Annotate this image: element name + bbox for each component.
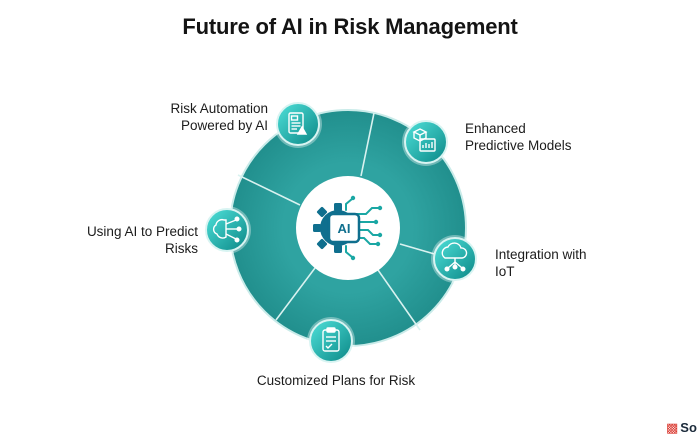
badge-predict-risks: [203, 206, 251, 254]
label-line: Customized Plans for Risk: [256, 373, 416, 388]
label-risk-automation: Risk Automation Powered by AI: [138, 100, 268, 134]
label-line: Enhanced: [465, 121, 526, 136]
label-line: IoT: [495, 264, 515, 279]
label-line: Risk Automation: [170, 101, 268, 116]
label-customized-plans: Customized Plans for Risk: [236, 372, 436, 389]
label-line: Risks: [165, 241, 198, 256]
page-title: Future of AI in Risk Management: [182, 14, 518, 39]
label-line: Predictive Models: [465, 138, 572, 153]
label-line: Powered by AI: [180, 118, 268, 133]
clipboard-plan-icon: [322, 327, 340, 352]
badge-integration-iot: [431, 235, 479, 283]
brain-circuit-icon: [212, 216, 242, 243]
label-predictive-models: Enhanced Predictive Models: [465, 120, 605, 154]
analytics-cubes-chart-icon: [412, 128, 436, 152]
badge-risk-automation: [274, 100, 322, 148]
document-checklist-warning-icon: [288, 112, 308, 135]
label-predict-risks: Using AI to Predict Risks: [58, 223, 198, 257]
center-ai-text: AI: [338, 221, 351, 236]
label-line: Integration with: [495, 247, 587, 262]
badge-customized-plans: [307, 317, 355, 365]
brand-text: So: [680, 420, 697, 435]
badge-predictive-models: [402, 118, 450, 166]
brand-logo: ▩So: [666, 420, 697, 436]
ai-chip-gear-icon: AI: [313, 195, 383, 261]
label-line: Using AI to Predict: [86, 224, 198, 239]
brand-logo-icon: ▩: [666, 420, 679, 435]
cloud-iot-network-icon: [441, 242, 468, 272]
label-integration-iot: Integration with IoT: [495, 246, 615, 280]
